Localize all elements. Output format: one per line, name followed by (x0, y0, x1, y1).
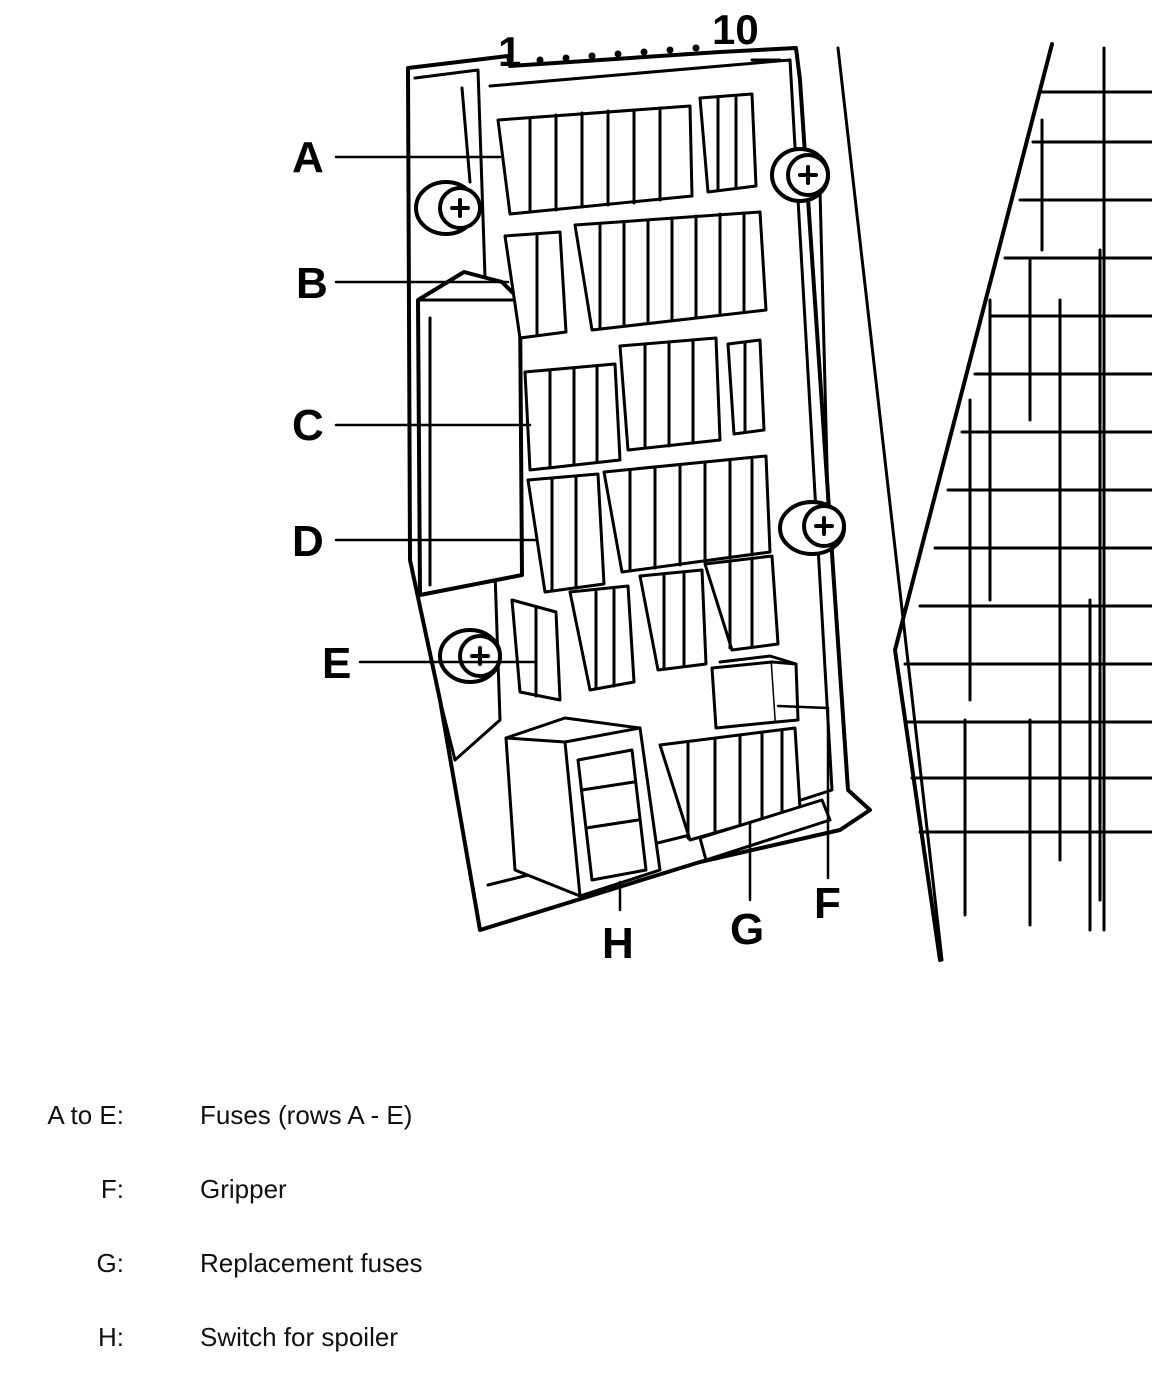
legend-description: Replacement fuses (200, 1248, 423, 1278)
screw-middle-right (778, 500, 846, 556)
callout-h: H (602, 919, 634, 968)
adjacent-panel-grid (836, 42, 1152, 962)
screw-top-left (414, 180, 482, 236)
screw-top-right (770, 147, 830, 203)
replacement-fuses (658, 726, 832, 862)
callout-e: E (322, 639, 351, 688)
callout-d: D (292, 517, 324, 566)
callout-c: C (292, 401, 324, 450)
position-end-label: 10 (712, 6, 759, 53)
leader-lines (334, 155, 830, 912)
relay-block (416, 270, 524, 597)
legend-key: A to E: (47, 1100, 124, 1130)
fuse-row-c (523, 336, 766, 472)
fuse-row-a (496, 92, 758, 216)
position-start-label: 1 (498, 28, 521, 75)
legend-description: Switch for spoiler (200, 1322, 398, 1352)
fuse-row-b (503, 210, 768, 340)
legend-key: F: (100, 1174, 124, 1204)
fuse-box-housing (406, 46, 872, 932)
legend-description: Fuses (rows A - E) (200, 1100, 413, 1130)
position-dots (536, 44, 700, 64)
spoiler-switch (504, 716, 662, 898)
legend-key: H: (98, 1322, 124, 1352)
screw-bottom-left (438, 628, 502, 684)
callout-g: G (730, 905, 764, 954)
gripper (710, 654, 800, 730)
callout-a: A (292, 133, 324, 182)
legend-key: G: (96, 1248, 124, 1278)
fuse-box-diagram: 1 10 A B C D E F G H (292, 6, 1152, 968)
callout-f: F (814, 879, 841, 928)
callout-b: B (296, 259, 328, 308)
fuse-row-d (526, 454, 772, 594)
legend-description: Gripper (200, 1174, 287, 1204)
